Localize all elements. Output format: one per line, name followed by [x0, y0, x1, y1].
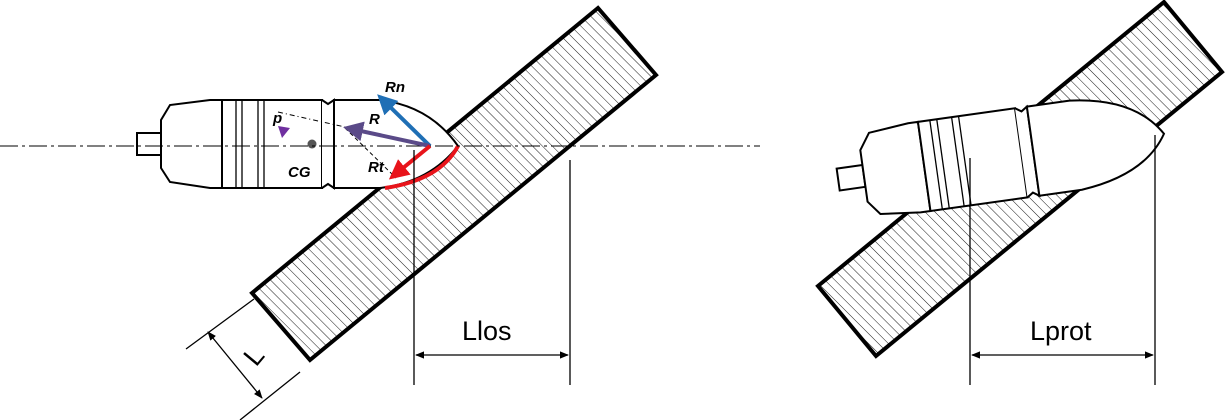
right-view: Lprot	[815, 0, 1225, 385]
lprot-dimension: Lprot	[969, 135, 1156, 385]
cg-label: CG	[288, 164, 311, 181]
rt-label: Rt	[368, 159, 385, 176]
rn-label: Rn	[385, 79, 405, 96]
llos-label: Llos	[462, 316, 512, 346]
left-view: Rn R Rt p CG L Llos	[0, 5, 760, 420]
rn-arrow	[377, 94, 432, 148]
construction-line-r	[277, 111, 431, 147]
armor-plate-left	[249, 5, 659, 363]
llos-dimension: Llos	[413, 150, 571, 385]
p-label: p	[272, 110, 282, 127]
construction-line-rt	[344, 127, 397, 179]
projectile-right	[835, 99, 1166, 216]
lprot-label: Lprot	[1030, 316, 1092, 346]
p-marker	[278, 126, 290, 138]
rt-arrow	[388, 144, 432, 180]
r-arrow	[343, 121, 431, 148]
cg-point	[307, 139, 317, 149]
l-label: L	[238, 341, 271, 372]
r-label: R	[369, 111, 380, 128]
projectile-left	[136, 98, 460, 190]
